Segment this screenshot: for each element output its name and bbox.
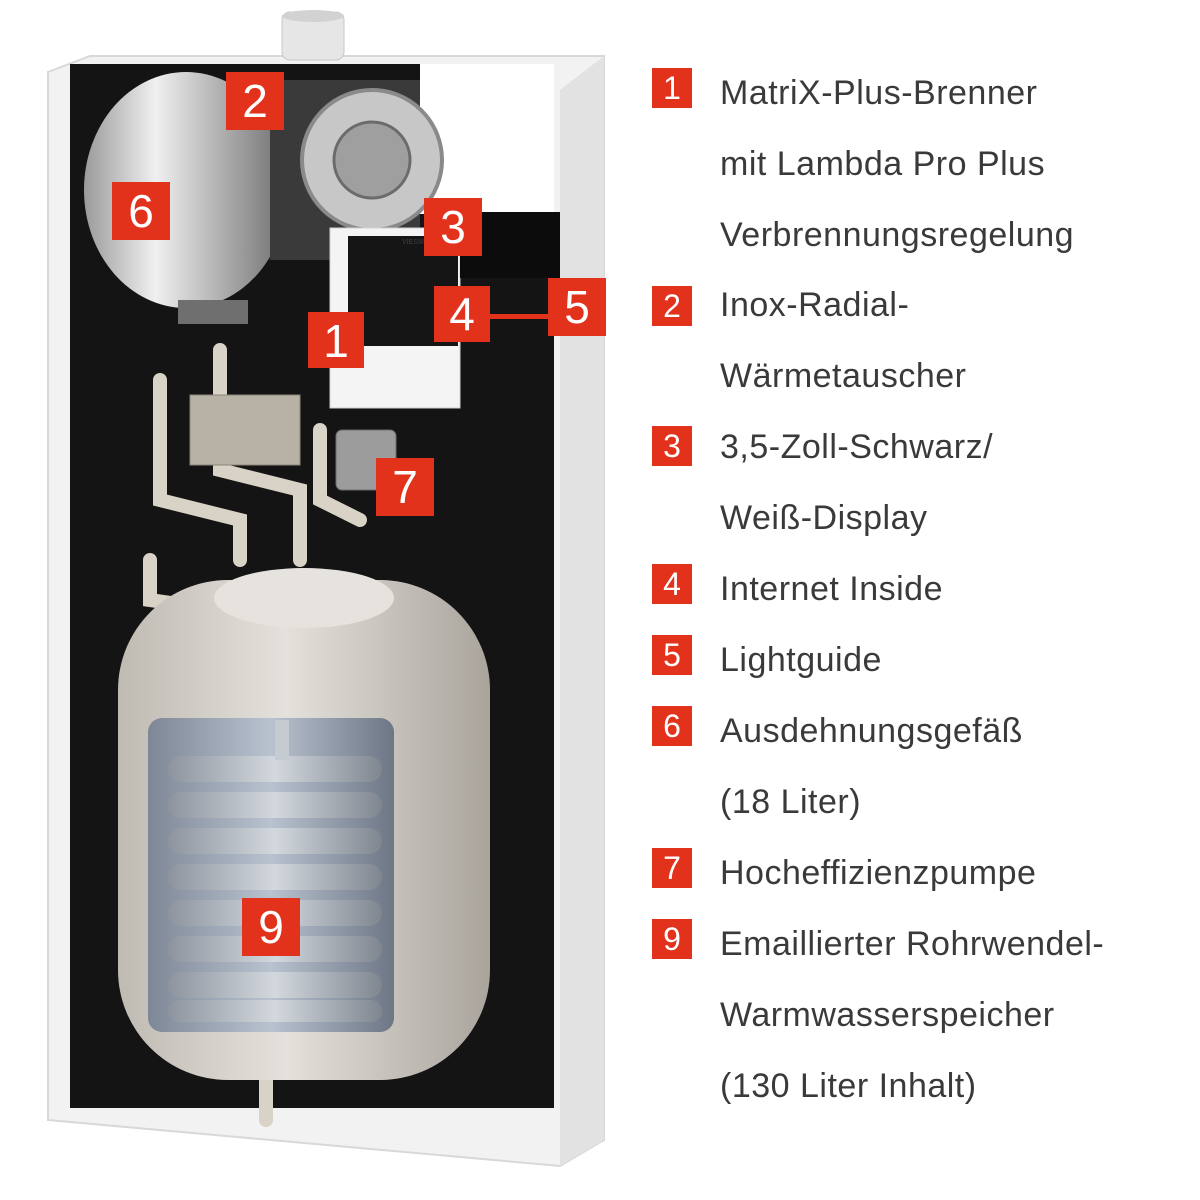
lightguide-strip <box>442 314 558 319</box>
legend-badge: 2 <box>652 286 692 326</box>
boiler-cutaway-illustration: VIESMANN 1 2 <box>47 10 606 1168</box>
legend-line: Verbrennungsregelung <box>720 216 1075 254</box>
callout-3: 3 <box>424 198 482 256</box>
legend-line: Inox-Radial- <box>720 286 910 324</box>
callout-number: 7 <box>392 461 418 513</box>
callout-2: 2 <box>226 72 284 130</box>
coil-turn-2 <box>168 792 382 818</box>
legend-line: Wärmetauscher <box>720 357 967 395</box>
legend-badge: 4 <box>652 564 692 604</box>
callout-4: 4 <box>434 286 490 342</box>
legend-badge: 7 <box>652 848 692 888</box>
legend-line: Warmwasserspeicher <box>720 996 1055 1034</box>
flue-pipe-top <box>282 10 344 22</box>
legend-line: (18 Liter) <box>720 783 862 821</box>
pipe-right <box>313 423 367 527</box>
coil-turn-1 <box>168 756 382 782</box>
legend-line: mit Lambda Pro Plus <box>720 145 1046 183</box>
legend-badge: 9 <box>652 919 692 959</box>
callout-number: 2 <box>242 75 268 127</box>
legend-line: Weiß-Display <box>720 499 928 537</box>
expansion-vessel-body <box>84 72 288 308</box>
storage-tank <box>118 568 490 1080</box>
callout-badge <box>548 278 606 336</box>
coil-turn-3 <box>168 828 382 854</box>
callout-group: 1 2 3 4 5 6 7 9 <box>112 72 606 956</box>
legend-line: Hocheffizienzpumpe <box>720 854 1037 892</box>
legend-badge: 1 <box>652 68 692 108</box>
gas-valve-block <box>189 394 301 466</box>
legend-line: 3,5-Zoll-Schwarz/ <box>720 428 994 466</box>
legend-item-2: 2 Inox-Radial- Wärmetauscher <box>652 272 1192 414</box>
callout-number: 9 <box>258 901 284 953</box>
callout-7: 7 <box>376 458 434 516</box>
legend-line: Internet Inside <box>720 570 943 608</box>
callout-number: 6 <box>128 185 154 237</box>
callout-number: 3 <box>440 201 466 253</box>
legend-line: (130 Liter Inhalt) <box>720 1067 977 1105</box>
burner-core <box>332 120 412 200</box>
expansion-vessel-mount <box>178 300 248 324</box>
white-top-panel <box>420 64 554 214</box>
callout-5: 5 <box>548 278 606 336</box>
callout-badge <box>424 198 482 256</box>
legend-item-4: 4 Internet Inside <box>652 556 1192 627</box>
legend-line: Ausdehnungsgefäß <box>720 712 1023 750</box>
legend-badge: 5 <box>652 635 692 675</box>
coil-turn-4 <box>168 864 382 890</box>
legend-item-9: 9 Emaillierter Rohrwendel- Warmwasserspe… <box>652 911 1192 1123</box>
legend-item-3: 3 3,5-Zoll-Schwarz/ Weiß-Display <box>652 414 1192 556</box>
legend-badge: 6 <box>652 706 692 746</box>
callout-badge <box>242 898 300 956</box>
expansion-vessel <box>84 72 288 324</box>
callout-number: 5 <box>564 281 590 333</box>
callout-1: 1 <box>308 312 364 368</box>
callout-number: 4 <box>449 288 475 340</box>
callout-number: 1 <box>323 315 349 367</box>
cabinet-right-side <box>560 56 604 1166</box>
legend-item-7: 7 Hocheffizienzpumpe <box>652 840 1192 911</box>
legend-line: Lightguide <box>720 641 882 679</box>
legend-line: MatriX-Plus-Brenner <box>720 74 1038 112</box>
storage-tank-top-dome <box>214 568 394 628</box>
component-legend: 1 MatriX-Plus-Brenner mit Lambda Pro Plu… <box>652 60 1192 1123</box>
brand-logo-text: VIESMANN <box>402 239 439 246</box>
coil-turn-7 <box>168 972 382 998</box>
callout-badge <box>112 182 170 240</box>
legend-badge: 3 <box>652 426 692 466</box>
coil-turn-8 <box>168 1000 382 1022</box>
callout-badge <box>308 312 364 368</box>
legend-item-5: 5 Lightguide <box>652 627 1192 698</box>
callout-badge <box>376 458 434 516</box>
callout-9: 9 <box>242 898 300 956</box>
legend-item-6: 6 Ausdehnungsgefäß (18 Liter) <box>652 698 1192 840</box>
legend-item-1: 1 MatriX-Plus-Brenner mit Lambda Pro Plu… <box>652 60 1192 272</box>
pipe-left-loop <box>153 373 247 567</box>
callout-6: 6 <box>112 182 170 240</box>
legend-line: Emaillierter Rohrwendel- <box>720 925 1105 963</box>
callout-badge <box>434 286 490 342</box>
callout-badge <box>226 72 284 130</box>
control-unit: VIESMANN <box>329 212 560 409</box>
